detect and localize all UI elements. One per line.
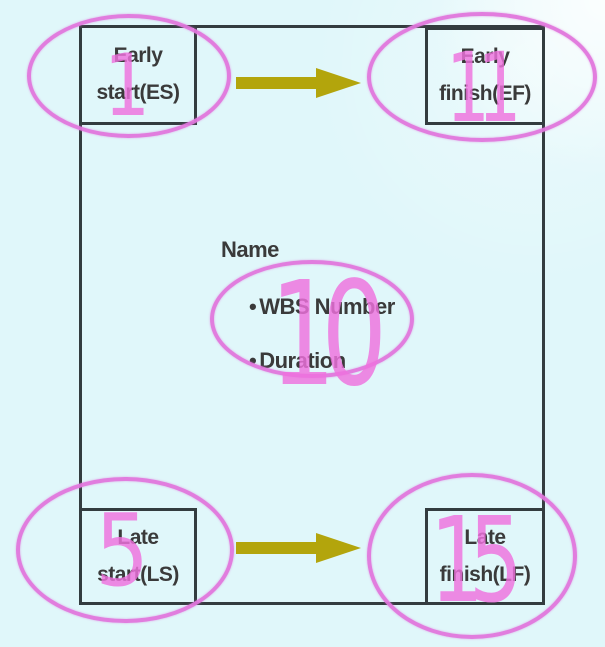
annotation-ellipse-early-start [27,14,231,138]
annotation-ellipse-early-finish [367,12,597,142]
annotation-ellipse-center [210,260,414,378]
center-title: Name [221,237,279,262]
annotation-ellipse-late-finish [367,473,577,639]
annotation-number-late-start: 5 [94,492,150,609]
annotation-ellipse-late-start [16,477,234,623]
annotation-number-early-finish: 11 [445,32,521,144]
arrow-right-icon [236,68,361,98]
annotation-number-center: 10 [269,250,387,418]
annotation-number-early-start: 1 [103,36,151,136]
arrow-right-icon [236,533,361,563]
activity-node-outline [79,25,545,605]
annotation-number-late-finish: 15 [429,491,523,629]
